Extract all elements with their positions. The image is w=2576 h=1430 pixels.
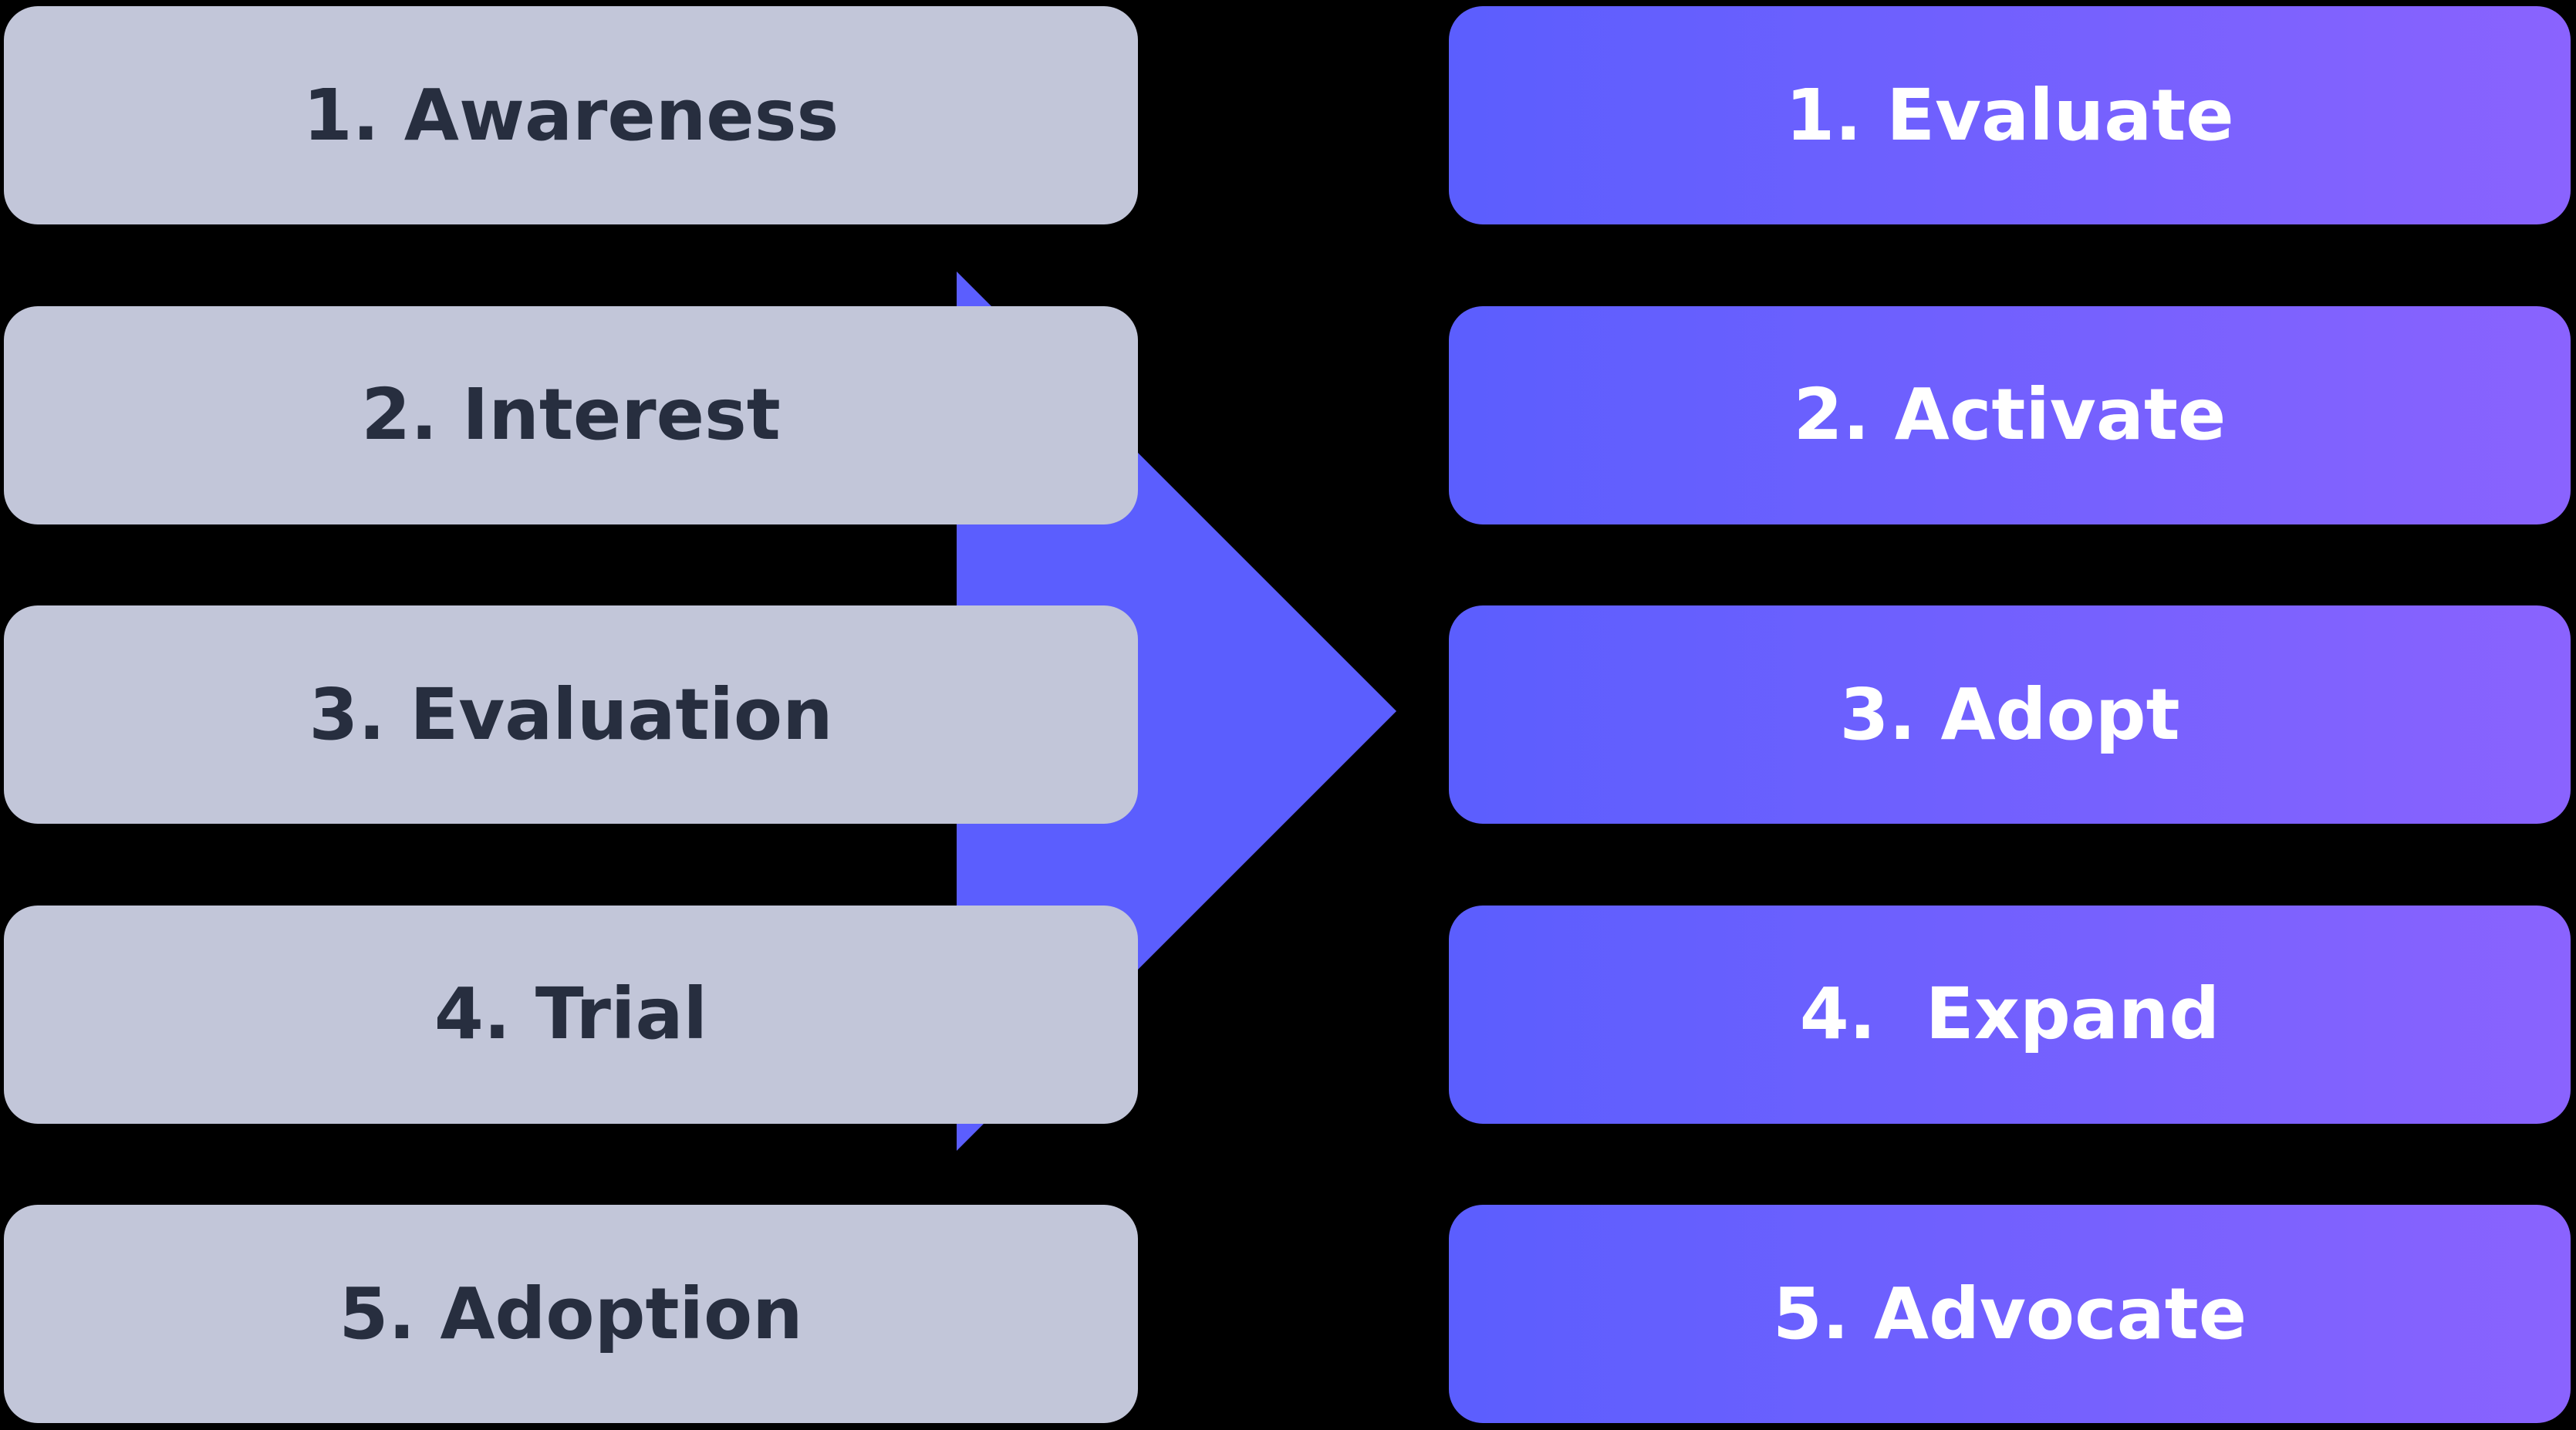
right-stage-box-4: 4. Expand (1449, 905, 2571, 1124)
left-stage-box-3: 3. Evaluation (4, 605, 1138, 824)
left-stage-box-5: 5. Adoption (4, 1205, 1138, 1423)
right-stage-label-3: 3. Adopt (1839, 673, 2180, 756)
right-stage-box-3: 3. Adopt (1449, 605, 2571, 824)
right-stage-box-2: 2. Activate (1449, 305, 2571, 524)
right-stage-label-5: 5. Advocate (1772, 1272, 2247, 1355)
left-stage-box-1: 1. Awareness (4, 6, 1138, 224)
left-stage-box-2: 2. Interest (4, 305, 1138, 524)
left-stage-label-5: 5. Adoption (339, 1272, 803, 1355)
left-stage-box-4: 4. Trial (4, 905, 1138, 1124)
right-stage-label-4: 4. Expand (1799, 973, 2220, 1055)
left-stage-label-3: 3. Evaluation (309, 673, 833, 756)
left-stage-label-1: 1. Awareness (302, 73, 839, 157)
right-stage-box-5: 5. Advocate (1449, 1205, 2571, 1423)
right-stage-label-1: 1. Evaluate (1785, 73, 2234, 157)
right-stage-box-1: 1. Evaluate (1449, 6, 2571, 224)
left-stage-label-4: 4. Trial (434, 973, 708, 1055)
left-column: 1. Awareness 2. Interest 3. Evaluation 4… (4, 0, 1138, 1430)
right-stage-label-2: 2. Activate (1793, 373, 2227, 456)
left-stage-label-2: 2. Interest (361, 373, 781, 456)
right-column: 1. Evaluate 2. Activate 3. Adopt 4. Expa… (1449, 0, 2571, 1430)
